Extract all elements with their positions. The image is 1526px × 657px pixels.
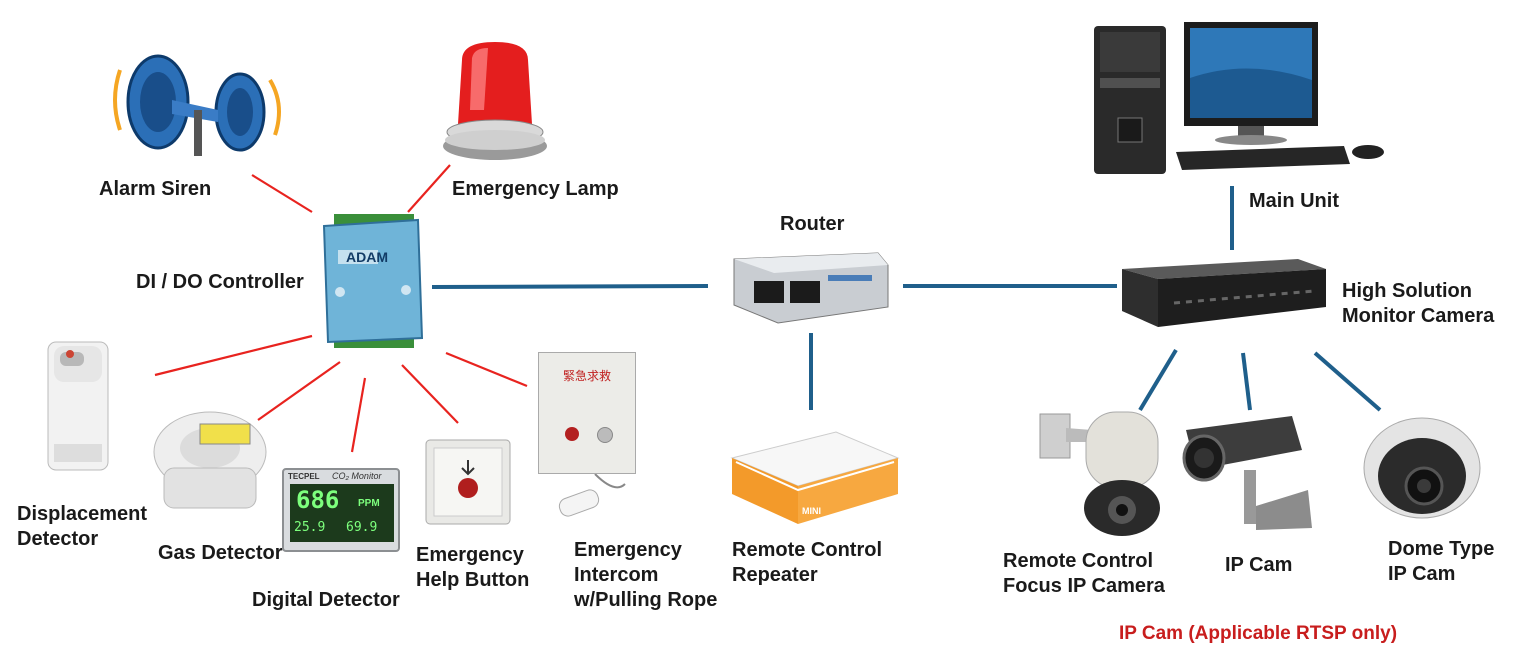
repeater-label: Remote Control Repeater	[732, 538, 882, 588]
emergency-intercom-label: Emergency Intercom w/Pulling Rope	[574, 538, 717, 613]
main-unit-label: Main Unit	[1249, 190, 1339, 212]
co2-value-readout: 686	[296, 486, 340, 514]
co2-title-text: CO₂ Monitor	[332, 471, 382, 481]
link-controller-router	[431, 284, 709, 289]
alarm-siren-icon	[113, 54, 281, 156]
repeater-label-line2: Repeater	[732, 564, 818, 586]
gas-detector-label: Gas Detector	[158, 542, 283, 564]
repeater-label-line1: Remote Control	[732, 539, 882, 561]
intercom-red-button	[565, 427, 579, 441]
intercom-label-line1: Emergency	[574, 539, 682, 561]
router-label: Router	[780, 213, 845, 235]
nvr-label-line1: High Solution	[1342, 280, 1472, 302]
nvr-label: High Solution Monitor Camera	[1342, 279, 1494, 329]
link-digital-controller	[350, 377, 367, 453]
displacement-detector-label: Displacement Detector	[17, 502, 147, 552]
gas-detector-icon	[153, 411, 267, 509]
dome-label-line2: IP Cam	[1388, 563, 1456, 585]
intercom-grey-button	[597, 427, 613, 443]
link-gas-controller	[257, 361, 341, 421]
repeater-icon: MINI	[730, 431, 900, 524]
main-unit-pc-icon	[1094, 22, 1384, 174]
repeater-brand-text: MINI	[802, 506, 821, 516]
pulling-rope-icon	[558, 474, 626, 517]
alarm-siren-label: Alarm Siren	[99, 178, 212, 200]
controller-red-links	[154, 164, 528, 453]
displacement-detector-icon	[47, 341, 109, 471]
emergency-help-button-icon	[425, 439, 511, 525]
ptz-camera-icon	[1039, 411, 1160, 536]
link-help-button-controller	[401, 364, 459, 424]
co2-temp-readout: 25.9	[294, 520, 326, 535]
link-siren-controller	[251, 174, 313, 213]
adam-controller-icon: ADAM	[322, 214, 424, 348]
dome-label-line1: Dome Type	[1388, 538, 1495, 560]
ip-cam-label: IP Cam	[1225, 554, 1293, 576]
displacement-label-line1: Displacement	[17, 503, 148, 525]
co2-monitor-device: TECPEL CO₂ Monitor 686 PPM 25.9 69.9	[282, 468, 400, 552]
link-lamp-controller	[407, 164, 451, 213]
link-nvr-focuscam	[1138, 348, 1178, 412]
bullet-ip-camera-icon	[1182, 416, 1312, 530]
nvr-recorder-icon	[1122, 259, 1326, 327]
rtsp-note: IP Cam (Applicable RTSP only)	[1119, 623, 1398, 644]
co2-humidity-readout: 69.9	[346, 520, 378, 535]
emergency-help-button-label: Emergency Help Button	[416, 543, 529, 593]
intercom-label-line3: w/Pulling Rope	[574, 589, 718, 611]
focus-ip-camera-label: Remote Control Focus IP Camera	[1003, 549, 1165, 599]
nvr-label-line2: Monitor Camera	[1342, 305, 1495, 327]
link-displacement-controller	[154, 334, 313, 377]
link-intercom-controller	[445, 351, 528, 388]
dome-ip-camera-icon	[1363, 417, 1481, 519]
link-nvr-ipcam	[1241, 352, 1252, 411]
link-nvr-dome	[1313, 351, 1382, 412]
displacement-label-line2: Detector	[17, 528, 99, 550]
dome-ip-cam-label: Dome Type IP Cam	[1388, 537, 1494, 587]
intercom-sign-text: 緊急求救	[562, 369, 611, 383]
help-button-label-line2: Help Button	[416, 569, 530, 591]
digital-detector-label: Digital Detector	[252, 589, 400, 611]
help-button-label-line1: Emergency	[416, 544, 524, 566]
intercom-label-line2: Intercom	[574, 564, 659, 586]
co2-unit-readout: PPM	[358, 498, 380, 509]
adam-logo-text: ADAM	[346, 249, 388, 265]
router-icon	[733, 252, 889, 324]
emergency-lamp-label: Emergency Lamp	[452, 178, 619, 200]
co2-brand-text: TECPEL	[288, 472, 320, 481]
emergency-lamp-icon	[443, 42, 547, 160]
di-do-controller-label: DI / DO Controller	[136, 271, 304, 293]
network-blue-links	[431, 186, 1382, 412]
emergency-intercom-device: 緊急求救	[538, 352, 636, 474]
focus-cam-label-line1: Remote Control	[1003, 550, 1153, 572]
focus-cam-label-line2: Focus IP Camera	[1003, 575, 1165, 597]
